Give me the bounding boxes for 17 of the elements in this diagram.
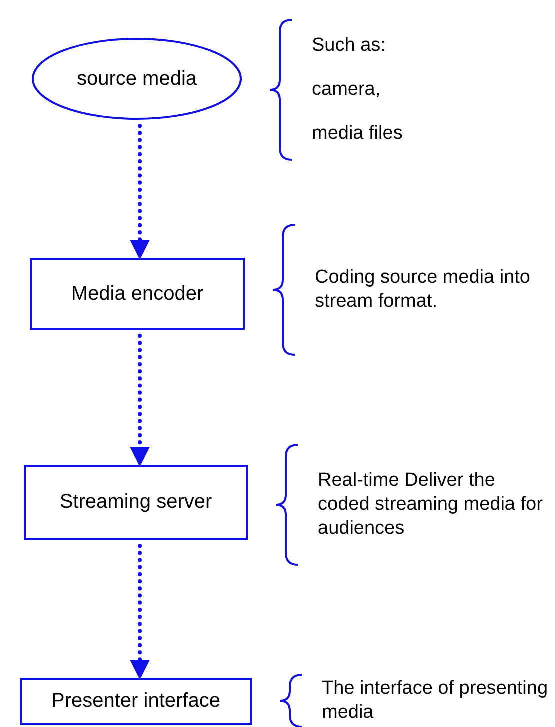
ellipse-node xyxy=(32,38,242,120)
node-label: Presenter interface xyxy=(52,689,220,714)
node-label: Streaming server xyxy=(60,490,212,515)
description-text: The interface of presenting media xyxy=(322,677,550,725)
node-label: Media encoder xyxy=(71,282,204,306)
process-box xyxy=(20,678,252,725)
dotted-arrow xyxy=(130,334,150,467)
process-box xyxy=(24,465,248,540)
dotted-arrow xyxy=(130,544,150,680)
description-text: Such as: xyxy=(312,34,387,58)
description-text: media files xyxy=(312,122,404,146)
node-label: source media xyxy=(76,66,198,92)
description-text: Real-time Deliver the coded streaming media for audiences xyxy=(318,469,544,541)
dotted-arrow xyxy=(130,124,150,260)
description-text: Coding source media into stream format. xyxy=(315,266,532,314)
description-text: camera, xyxy=(312,78,382,102)
process-box xyxy=(30,258,245,330)
